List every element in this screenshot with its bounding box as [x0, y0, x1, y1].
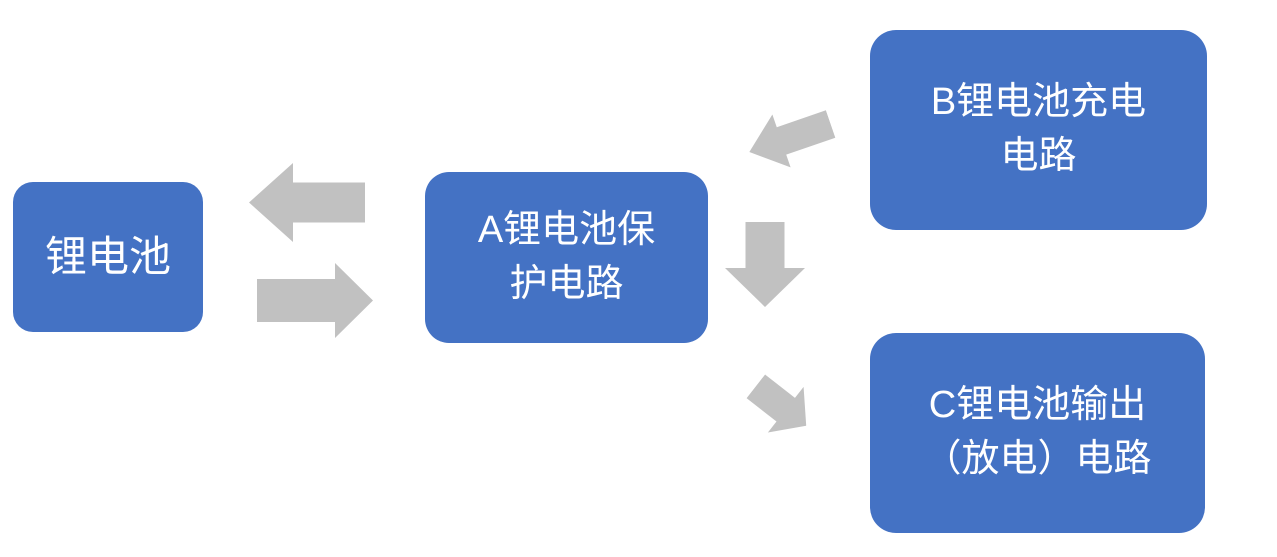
arrow-left-icon	[249, 163, 365, 242]
arrow-down-left-shape	[749, 110, 836, 168]
arrow-down-shape	[725, 222, 805, 307]
node-lithium-battery: 锂电池	[13, 182, 203, 332]
arrow-right-icon	[257, 263, 373, 338]
arrow-down-right-icon	[746, 374, 807, 433]
node-protection-circuit-label: A锂电池保 护电路	[477, 208, 656, 305]
node-protection-circuit: A锂电池保 护电路	[425, 172, 708, 343]
node-output-circuit: C锂电池输出 （放电）电路	[870, 333, 1205, 533]
node-lithium-battery-label: 锂电池	[44, 233, 171, 281]
arrow-down-icon	[725, 222, 805, 307]
node-charging-circuit-label: B锂电池充电 电路	[930, 81, 1147, 177]
arrow-down-right-shape	[746, 374, 807, 433]
node-charging-circuit: B锂电池充电 电路	[870, 30, 1207, 230]
node-output-circuit-label: C锂电池输出 （放电）电路	[923, 384, 1152, 480]
arrow-left-shape	[249, 163, 365, 242]
arrow-down-left-icon	[749, 110, 836, 168]
arrow-right-shape	[257, 263, 373, 338]
